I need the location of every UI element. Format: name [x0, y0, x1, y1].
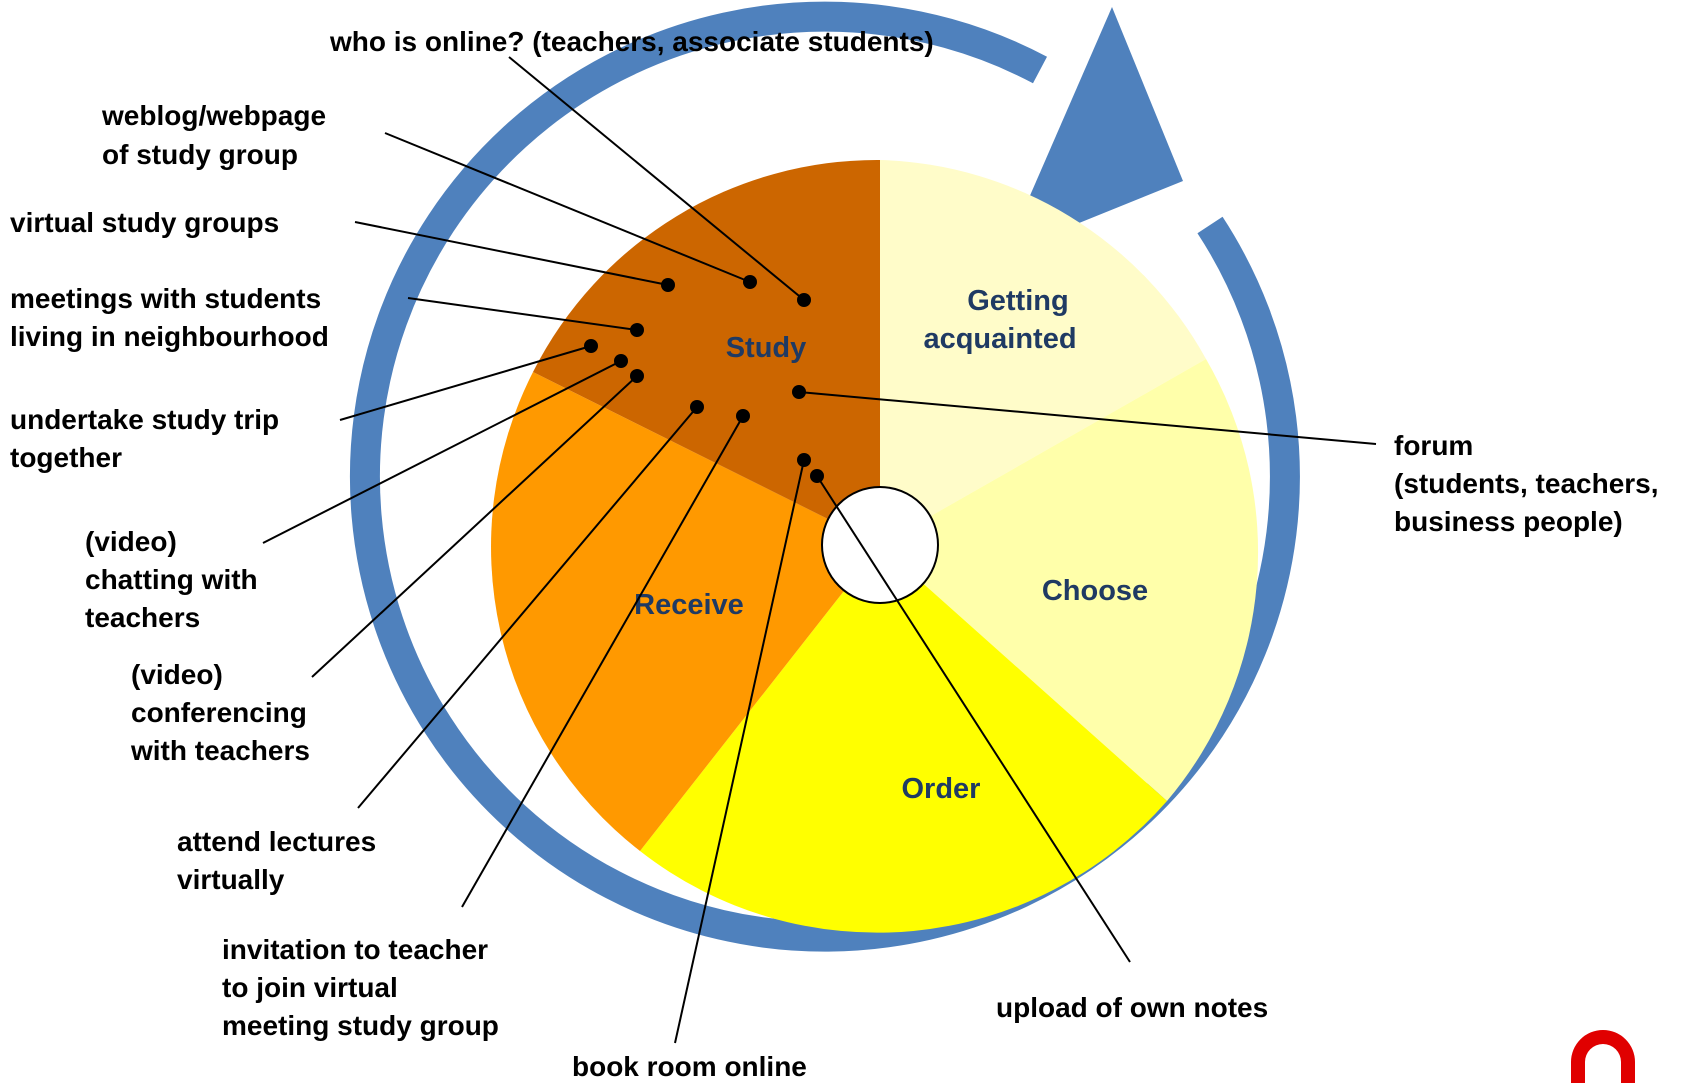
annotation-book-room: book room online [572, 1051, 807, 1082]
annotation-line: to join virtual [222, 972, 398, 1003]
annotation-line: business people) [1394, 506, 1623, 537]
dot-weblog [743, 275, 757, 289]
annotation-line: meeting study group [222, 1010, 499, 1041]
cycle-pie [491, 159, 1259, 933]
leader-upload-notes [816, 475, 1131, 963]
leader-meetings [407, 297, 638, 331]
annotation-attend-lectures: attend lectures virtually [177, 826, 384, 895]
annotation-line: conferencing [131, 697, 307, 728]
annotation-line: (video) [85, 526, 177, 557]
dot-invitation [736, 409, 750, 423]
leader-forum [798, 391, 1377, 445]
dot-forum [792, 385, 806, 399]
dot-video-chatting [614, 354, 628, 368]
segment-label-order: Order [902, 773, 981, 805]
annotation-video-chatting: (video) chatting with teachers [85, 526, 265, 633]
leader-attend-lectures [357, 406, 698, 809]
cycle-arrow-ring [349, 1, 1300, 952]
leader-study-trip [339, 345, 592, 421]
segment-study [533, 159, 880, 545]
brand-logo-icon [1571, 1030, 1635, 1083]
leader-weblog [384, 132, 751, 283]
annotation-video-conferencing: (video) conferencing with teachers [130, 659, 315, 766]
annotation-virtual-study-groups: virtual study groups [10, 207, 279, 238]
annotation-weblog-webpage: weblog/webpage of study group [101, 100, 334, 170]
dot-upload-notes [810, 469, 824, 483]
annotation-line: living in neighbourhood [10, 321, 329, 352]
segment-label-receive: Receive [634, 589, 744, 621]
dot-meetings [630, 323, 644, 337]
segment-label-line: Getting [967, 285, 1069, 317]
annotation-meetings-neighbourhood: meetings with students living in neighbo… [10, 283, 329, 352]
leader-video-conferencing [311, 375, 638, 678]
dot-virtual-study-groups [661, 278, 675, 292]
leader-who-is-online [508, 56, 805, 301]
segment-label-choose: Choose [1042, 575, 1148, 607]
annotation-invitation-teacher: invitation to teacher to join virtual me… [222, 934, 499, 1041]
leader-invitation [461, 415, 744, 908]
annotation-line: with teachers [130, 735, 310, 766]
feature-dots [584, 275, 824, 483]
annotation-line: virtually [177, 864, 285, 895]
dot-attend-lectures [690, 400, 704, 414]
dot-video-conferencing [630, 369, 644, 383]
annotation-forum: forum (students, teachers, business peop… [1394, 430, 1666, 537]
leader-book-room [674, 459, 805, 1044]
cycle-arrow-head [1005, 7, 1183, 253]
segment-label-getting-acquainted: Getting acquainted [923, 285, 1076, 355]
dot-book-room [797, 453, 811, 467]
annotation-upload-notes: upload of own notes [996, 992, 1268, 1023]
annotation-line: undertake study trip [10, 404, 279, 435]
annotation-line: (video) [131, 659, 223, 690]
segment-order [640, 545, 1167, 933]
segment-receive [491, 372, 880, 851]
annotation-line: attend lectures [177, 826, 376, 857]
leader-virtual-study-groups [354, 221, 669, 286]
annotation-line: chatting with [85, 564, 258, 595]
leader-lines [262, 56, 1377, 1044]
annotation-line: invitation to teacher [222, 934, 488, 965]
segment-getting-acquainted [880, 160, 1206, 545]
segment-label-line: acquainted [923, 323, 1076, 355]
segment-label-study: Study [726, 332, 807, 364]
segment-choose [880, 359, 1259, 801]
center-hub [821, 486, 939, 604]
annotation-line: weblog/webpage [101, 100, 326, 131]
dot-study-trip [584, 339, 598, 353]
annotation-line: of study group [102, 139, 298, 170]
dot-who-is-online [797, 293, 811, 307]
annotation-who-is-online: who is online? (teachers, associate stud… [329, 26, 934, 57]
annotation-line: together [10, 442, 122, 473]
annotation-line: meetings with students [10, 283, 321, 314]
leader-video-chatting [262, 360, 622, 544]
annotation-line: teachers [85, 602, 200, 633]
annotation-study-trip: undertake study trip together [10, 404, 287, 473]
annotation-line: (students, teachers, [1394, 468, 1659, 499]
annotation-line: forum [1394, 430, 1473, 461]
